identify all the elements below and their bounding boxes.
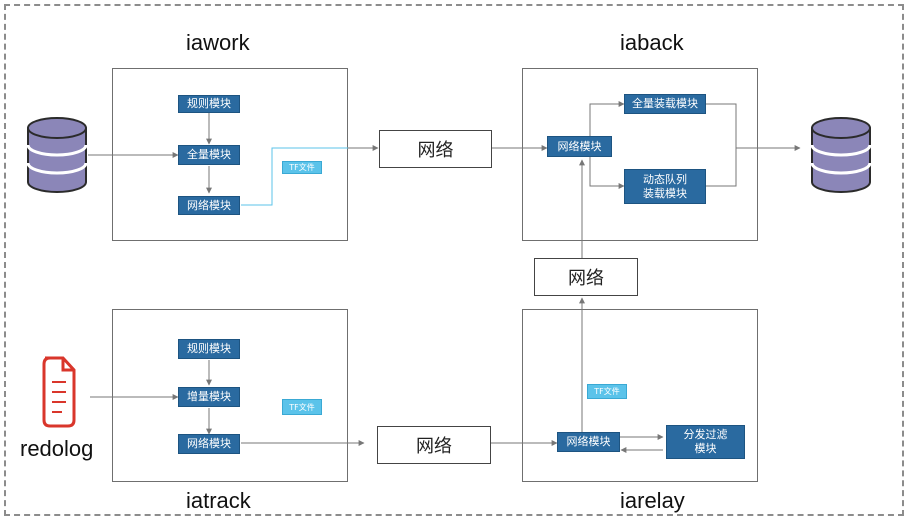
outer-dashed-frame [4, 4, 904, 516]
network-top-box: 网络 [379, 130, 492, 168]
iatrack-incremental-module: 增量模块 [178, 387, 240, 407]
iarelay-network-module: 网络模块 [557, 432, 620, 452]
redolog-file-icon [42, 356, 76, 428]
network-bottom-box: 网络 [377, 426, 491, 464]
iarelay-tf-file: TF文件 [587, 384, 627, 399]
target-database-icon [810, 117, 872, 193]
iaback-dynamic-queue-module: 动态队列 装载模块 [624, 169, 706, 204]
iarelay-frame [522, 309, 758, 482]
iawork-title: iawork [186, 30, 250, 55]
source-database-icon [26, 117, 88, 193]
iatrack-rule-module: 规则模块 [178, 339, 240, 359]
iaback-network-module: 网络模块 [547, 136, 612, 157]
iarelay-title: iarelay [620, 488, 685, 513]
iawork-tf-file: TF文件 [282, 161, 322, 174]
iawork-network-module: 网络模块 [178, 196, 240, 215]
iawork-rule-module: 规则模块 [178, 95, 240, 113]
iatrack-title: iatrack [186, 488, 251, 513]
iarelay-dispatch-filter-module: 分发过滤 模块 [666, 425, 745, 459]
iatrack-tf-file: TF文件 [282, 399, 322, 415]
iatrack-network-module: 网络模块 [178, 434, 240, 454]
iawork-full-module: 全量模块 [178, 145, 240, 165]
iaback-title: iaback [620, 30, 684, 55]
network-middle-box: 网络 [534, 258, 638, 296]
redolog-label: redolog [20, 436, 94, 461]
iaback-full-load-module: 全量装载模块 [624, 94, 706, 114]
